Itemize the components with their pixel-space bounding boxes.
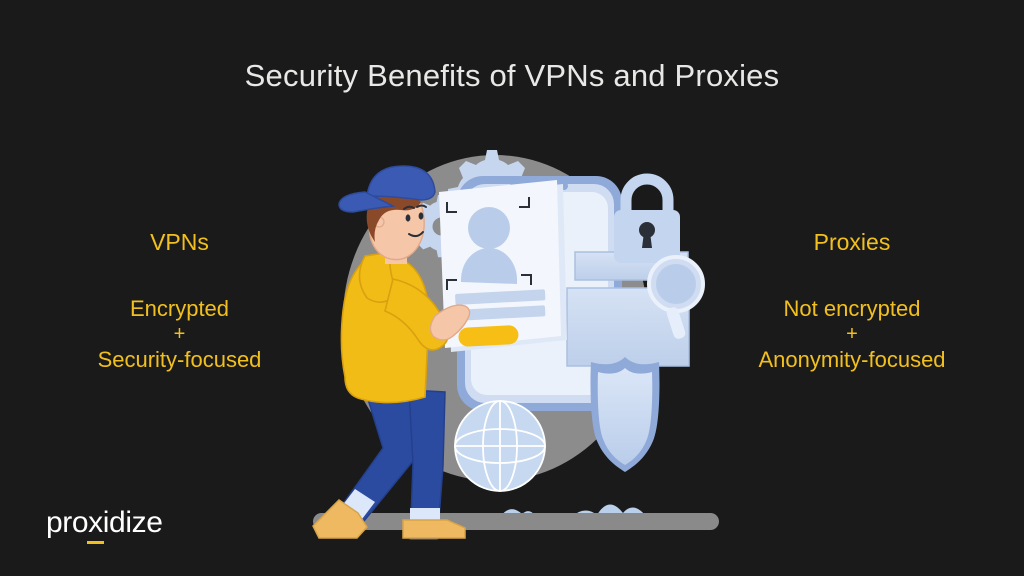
proxy-heading: Proxies: [813, 229, 891, 255]
logo-text-after: idize: [102, 506, 163, 539]
proxy-plus-separator: +: [846, 323, 858, 346]
logo-accent-x: x: [87, 506, 104, 544]
proxy-column: Proxies Not encrypted + Anonymity-focuse…: [706, 228, 998, 375]
vpn-attribute-encrypted: Encrypted: [129, 295, 230, 321]
character-front-shoe: [402, 519, 466, 539]
proxidize-logo: proxidize: [46, 506, 163, 544]
avatar-placeholder: [460, 207, 517, 284]
vpn-plus-separator: +: [173, 323, 186, 346]
proxy-attribute-focus: Anonymity-focused: [758, 347, 946, 373]
character-back-shoe: [312, 499, 368, 539]
id-card: [439, 180, 567, 352]
character-hood: [358, 251, 398, 303]
padlock-icon: [614, 173, 680, 263]
face-scan-frame: [446, 197, 532, 290]
character-hand: [429, 304, 471, 341]
character-cap-brim: [338, 191, 396, 213]
proxy-attribute-encryption: Not encrypted: [783, 295, 921, 321]
character-cap: [366, 165, 436, 201]
logo-text-before: pro: [46, 506, 89, 539]
vpn-column: VPNs Encrypted + Security-focused: [36, 228, 323, 375]
magnifier-icon: [647, 255, 705, 339]
submit-button[interactable]: [458, 325, 519, 347]
hero-illustration: [305, 140, 735, 540]
character: [312, 165, 471, 540]
ground-bar: [313, 513, 719, 530]
vpn-attribute-focus: Security-focused: [97, 347, 262, 373]
globe-icon: [454, 400, 546, 492]
shield-icon: [590, 357, 660, 472]
page-title: Security Benefits of VPNs and Proxies: [244, 58, 780, 93]
vpn-heading: VPNs: [150, 229, 209, 255]
character-front-leg: [408, 389, 446, 540]
card-text-line-2: [455, 305, 546, 321]
card-text-line-1: [455, 289, 546, 305]
